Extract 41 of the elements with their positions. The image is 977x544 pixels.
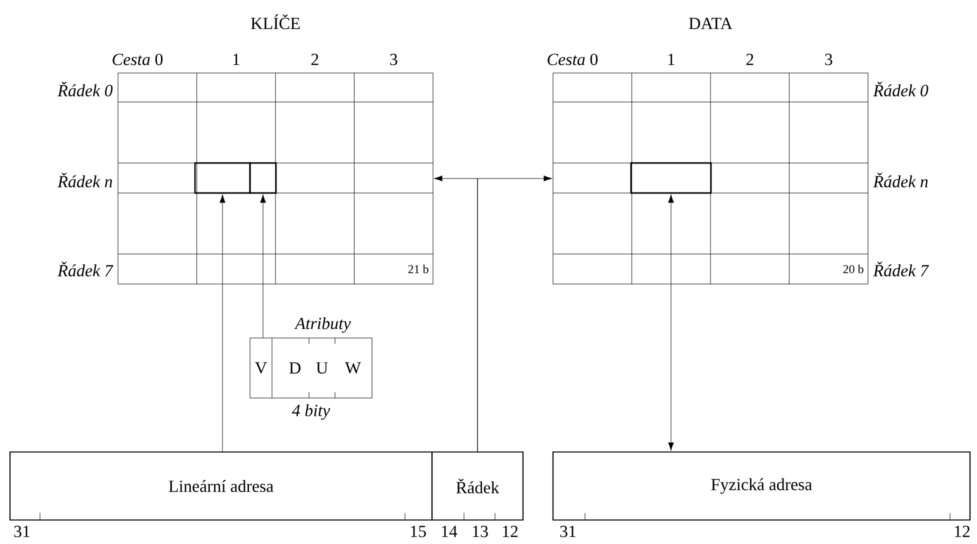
bit-size-label: 20 b	[843, 264, 864, 274]
table-title: KLÍČE	[250, 14, 300, 30]
arrow	[260, 194, 266, 338]
address-field: Lineární adresa	[9, 451, 433, 521]
register-caption: 4 bity	[292, 404, 330, 420]
column-label: 1	[233, 54, 240, 65]
row-label: Řádek n	[873, 172, 928, 188]
column-label: 3	[825, 54, 832, 66]
highlighted-cell	[249, 162, 277, 194]
bit-number: 31	[560, 526, 576, 538]
column-label: 3	[390, 54, 398, 66]
bit-number: 31	[14, 526, 30, 538]
bit-number: 13	[473, 526, 488, 538]
arrow	[220, 194, 226, 452]
row-label: Řádek 0	[873, 82, 928, 96]
register-caption: Atributy	[294, 317, 351, 333]
bit-letter: D	[289, 362, 300, 374]
row-label: Řádek 7	[57, 262, 114, 276]
bit-number: 15	[411, 526, 426, 538]
column-label: 2	[311, 54, 318, 65]
bit-letter: U	[316, 362, 328, 374]
arrow	[477, 176, 552, 452]
row-label: Řádek 0	[57, 82, 113, 96]
row-label: Řádek n	[57, 172, 112, 188]
highlighted-cell	[630, 162, 712, 194]
bit-letter: W	[345, 362, 361, 374]
column-label: 2	[746, 54, 754, 65]
bit-letter: V	[255, 362, 267, 374]
column-label: Cesta 0	[548, 54, 598, 66]
row-label: Řádek 7	[873, 262, 930, 276]
bit-number: 12	[503, 526, 518, 537]
address-field: Fyzická adresa	[552, 451, 971, 521]
bit-size-label: 21 b	[408, 264, 428, 274]
bit-number: 12	[955, 526, 970, 537]
column-label: Cesta 0	[112, 54, 163, 66]
highlighted-cell	[194, 162, 251, 194]
bit-number: 14	[442, 526, 458, 537]
column-label: 1	[668, 54, 674, 65]
table-title: DATA	[689, 18, 732, 30]
arrow	[668, 194, 674, 451]
address-field: Řádek	[431, 451, 524, 521]
